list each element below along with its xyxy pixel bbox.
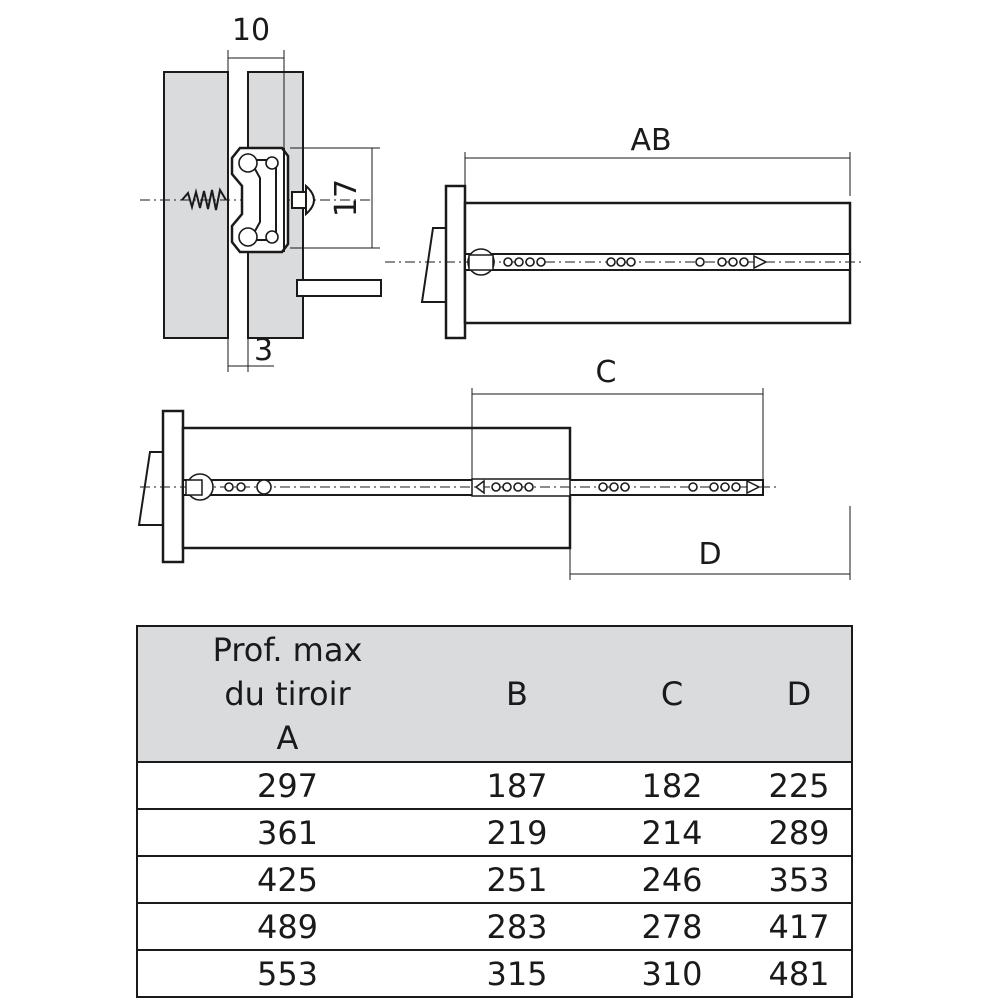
- cell-c: 278: [597, 902, 747, 950]
- cell-a: 361: [137, 808, 437, 856]
- drawer-handle-open: [137, 451, 164, 526]
- svg-text:C: C: [596, 355, 617, 390]
- dimension-3: 3: [227, 333, 274, 372]
- cell-b: 315: [437, 949, 597, 997]
- svg-text:AB: AB: [630, 123, 671, 158]
- svg-text:17: 17: [329, 179, 364, 217]
- drawer-handle: [420, 227, 447, 303]
- drawer-bottom: [296, 279, 382, 297]
- table-row: 361 219 214 289: [137, 808, 852, 856]
- cell-c: 214: [597, 808, 747, 856]
- cell-b: 283: [437, 902, 597, 950]
- open-drawer-view: C D: [137, 355, 851, 580]
- cell-a: 425: [137, 855, 437, 903]
- dimension-10: 10: [227, 13, 285, 148]
- slide-technical-drawing: 10 17 3: [137, 13, 865, 580]
- table-row: 425 251 246 353: [137, 855, 852, 903]
- cell-d: 353: [747, 855, 852, 903]
- cabinet-side-panel: [163, 71, 229, 339]
- screw-icon: [181, 183, 315, 217]
- cell-a: 553: [137, 949, 437, 997]
- cell-a: 489: [137, 902, 437, 950]
- dimension-d: D: [569, 506, 851, 580]
- table-header-row: Prof. max du tiroir A B C D: [137, 626, 852, 762]
- header-c: C: [597, 626, 747, 762]
- cell-d: 417: [747, 902, 852, 950]
- header-max-depth: Prof. max du tiroir A: [137, 626, 437, 762]
- table-row: 553 315 310 481: [137, 949, 852, 997]
- cell-c: 182: [597, 761, 747, 809]
- cell-a: 297: [137, 761, 437, 809]
- cell-d: 225: [747, 761, 852, 809]
- closed-drawer-view: AB: [385, 123, 865, 340]
- dimension-ab: AB: [464, 123, 851, 196]
- svg-text:D: D: [698, 537, 721, 572]
- svg-text:3: 3: [254, 333, 273, 368]
- dimensions-table: Prof. max du tiroir A B C D 297 187 182 …: [136, 625, 853, 998]
- section-view: 10 17 3: [140, 13, 382, 372]
- svg-text:10: 10: [232, 13, 270, 48]
- cell-d: 481: [747, 949, 852, 997]
- dimension-c: C: [471, 355, 764, 479]
- cell-b: 187: [437, 761, 597, 809]
- cell-c: 310: [597, 949, 747, 997]
- header-d: D: [747, 626, 852, 762]
- header-b: B: [437, 626, 597, 762]
- cell-b: 251: [437, 855, 597, 903]
- cell-c: 246: [597, 855, 747, 903]
- cell-b: 219: [437, 808, 597, 856]
- table-row: 297 187 182 225: [137, 761, 852, 809]
- cell-d: 289: [747, 808, 852, 856]
- table-row: 489 283 278 417: [137, 902, 852, 950]
- dimension-17: 17: [290, 147, 380, 249]
- slide-profile-icon: [230, 146, 290, 254]
